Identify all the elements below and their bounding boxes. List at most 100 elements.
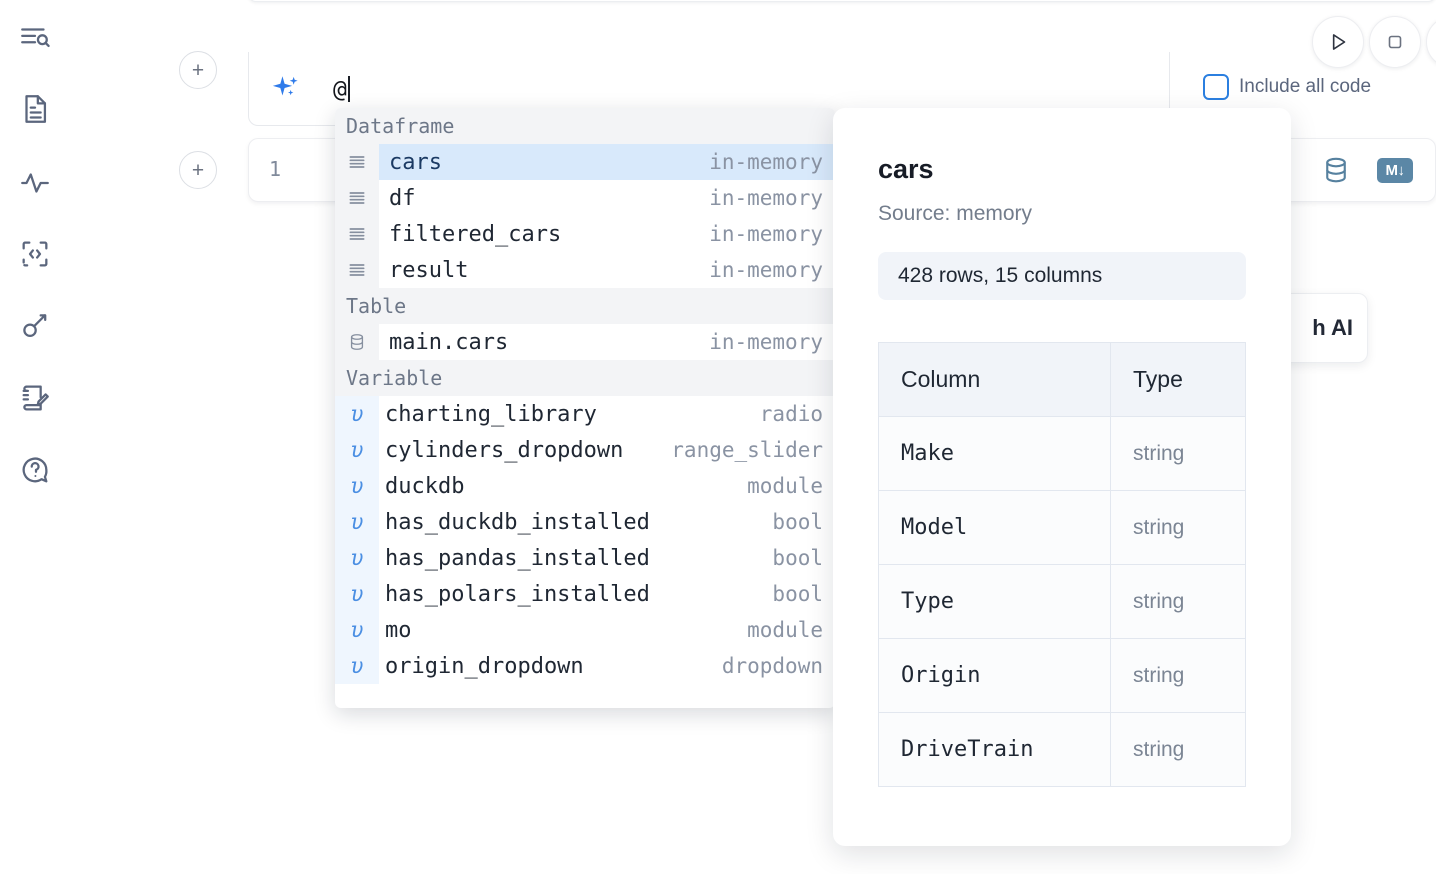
- autocomplete-section-header: Table: [335, 288, 835, 324]
- autocomplete-item-label: duckdb: [385, 473, 465, 499]
- text-cursor: [347, 76, 350, 102]
- autocomplete-item-type: in-memory: [709, 330, 823, 354]
- ai-prompt-value: @: [333, 77, 347, 103]
- explore-outline-icon[interactable]: [13, 16, 57, 60]
- line-number: 1: [269, 157, 282, 181]
- table-icon: [335, 324, 379, 360]
- database-icon[interactable]: [1321, 155, 1351, 185]
- autocomplete-item-label: mo: [385, 617, 412, 643]
- autocomplete-item[interactable]: cars in-memory: [335, 144, 835, 180]
- help-chat-icon[interactable]: [13, 448, 57, 492]
- more-options-button[interactable]: [1426, 16, 1436, 68]
- autocomplete-item-label: main.cars: [389, 329, 509, 355]
- column-name-cell: Origin: [878, 638, 1111, 713]
- key-secrets-icon[interactable]: [13, 304, 57, 348]
- autocomplete-item-type: module: [747, 474, 823, 498]
- variable-icon: υ: [335, 468, 379, 504]
- autocomplete-item-type: in-memory: [709, 150, 823, 174]
- include-all-code-label: Include all code: [1239, 76, 1372, 97]
- dataframe-icon: [335, 252, 379, 288]
- column-type-cell: string: [1110, 490, 1246, 565]
- column-type-cell: string: [1110, 416, 1246, 491]
- autocomplete-item-type: range_slider: [671, 438, 823, 462]
- autocomplete-section-header: Variable: [335, 360, 835, 396]
- run-button[interactable]: [1312, 16, 1364, 68]
- variable-icon: υ: [335, 504, 379, 540]
- markdown-icon[interactable]: M↓: [1377, 157, 1413, 183]
- sidebar-rail: [0, 0, 70, 874]
- doc-shape-badge: 428 rows, 15 columns: [878, 252, 1246, 300]
- autocomplete-section-header: Dataframe: [335, 108, 835, 144]
- autocomplete-item-type: in-memory: [709, 258, 823, 282]
- variable-icon: υ: [335, 576, 379, 612]
- autocomplete-item[interactable]: filtered_cars in-memory: [335, 216, 835, 252]
- code-snippet-icon[interactable]: [13, 232, 57, 276]
- autocomplete-item-label: cars: [389, 149, 442, 175]
- doc-source: Source: memory: [878, 202, 1033, 225]
- dataframe-icon: [335, 144, 379, 180]
- column-name-cell: Make: [878, 416, 1111, 491]
- column-name-cell: Type: [878, 564, 1111, 639]
- column-type-cell: string: [1110, 712, 1246, 787]
- dataframe-icon: [335, 180, 379, 216]
- file-document-icon[interactable]: [13, 87, 57, 131]
- variable-icon: υ: [335, 432, 379, 468]
- activity-pulse-icon[interactable]: [13, 161, 57, 205]
- autocomplete-item[interactable]: main.cars in-memory: [335, 324, 835, 360]
- autocomplete-item-type: bool: [772, 510, 823, 534]
- table-header-cell: Type: [1110, 342, 1246, 417]
- autocomplete-item-type: module: [747, 618, 823, 642]
- dataframe-icon: [335, 216, 379, 252]
- notebook-edit-icon[interactable]: [13, 376, 57, 420]
- doc-title: cars: [878, 154, 934, 184]
- autocomplete-item-label: result: [389, 257, 469, 283]
- autocomplete-item-label: filtered_cars: [389, 221, 562, 247]
- add-cell-below-button[interactable]: +: [179, 151, 217, 189]
- sparkles-icon: [269, 72, 303, 106]
- autocomplete-item[interactable]: df in-memory: [335, 180, 835, 216]
- autocomplete-item-label: has_duckdb_installed: [385, 509, 650, 535]
- autocomplete-item-label: origin_dropdown: [385, 653, 584, 679]
- autocomplete-item[interactable]: result in-memory: [335, 252, 835, 288]
- include-all-code-checkbox[interactable]: [1203, 74, 1229, 100]
- column-name-cell: Model: [878, 490, 1111, 565]
- autocomplete-item-label: charting_library: [385, 401, 597, 427]
- column-name-cell: DriveTrain: [878, 712, 1111, 787]
- autocomplete-item-type: radio: [759, 402, 823, 426]
- variable-icon: υ: [335, 396, 379, 432]
- add-cell-above-button[interactable]: +: [179, 51, 217, 89]
- include-all-code-row[interactable]: Include all code: [1203, 74, 1371, 100]
- autocomplete-item-type: in-memory: [709, 186, 823, 210]
- autocomplete-item-type: in-memory: [709, 222, 823, 246]
- ai-prompt-input[interactable]: @: [333, 76, 350, 103]
- autocomplete-item-label: has_pandas_installed: [385, 545, 650, 571]
- cell-action-icons: M↓: [1321, 155, 1413, 185]
- stop-button[interactable]: [1369, 16, 1421, 68]
- variable-icon: υ: [335, 540, 379, 576]
- autocomplete-item-type: bool: [772, 582, 823, 606]
- column-type-cell: string: [1110, 564, 1246, 639]
- autocomplete-item-label: has_polars_installed: [385, 581, 650, 607]
- autocomplete-item-label: cylinders_dropdown: [385, 437, 624, 463]
- previous-cell-partial: [248, 0, 1436, 2]
- autocomplete-item-label: df: [389, 185, 416, 211]
- documentation-panel: cars Source: memory 428 rows, 15 columns…: [833, 108, 1291, 846]
